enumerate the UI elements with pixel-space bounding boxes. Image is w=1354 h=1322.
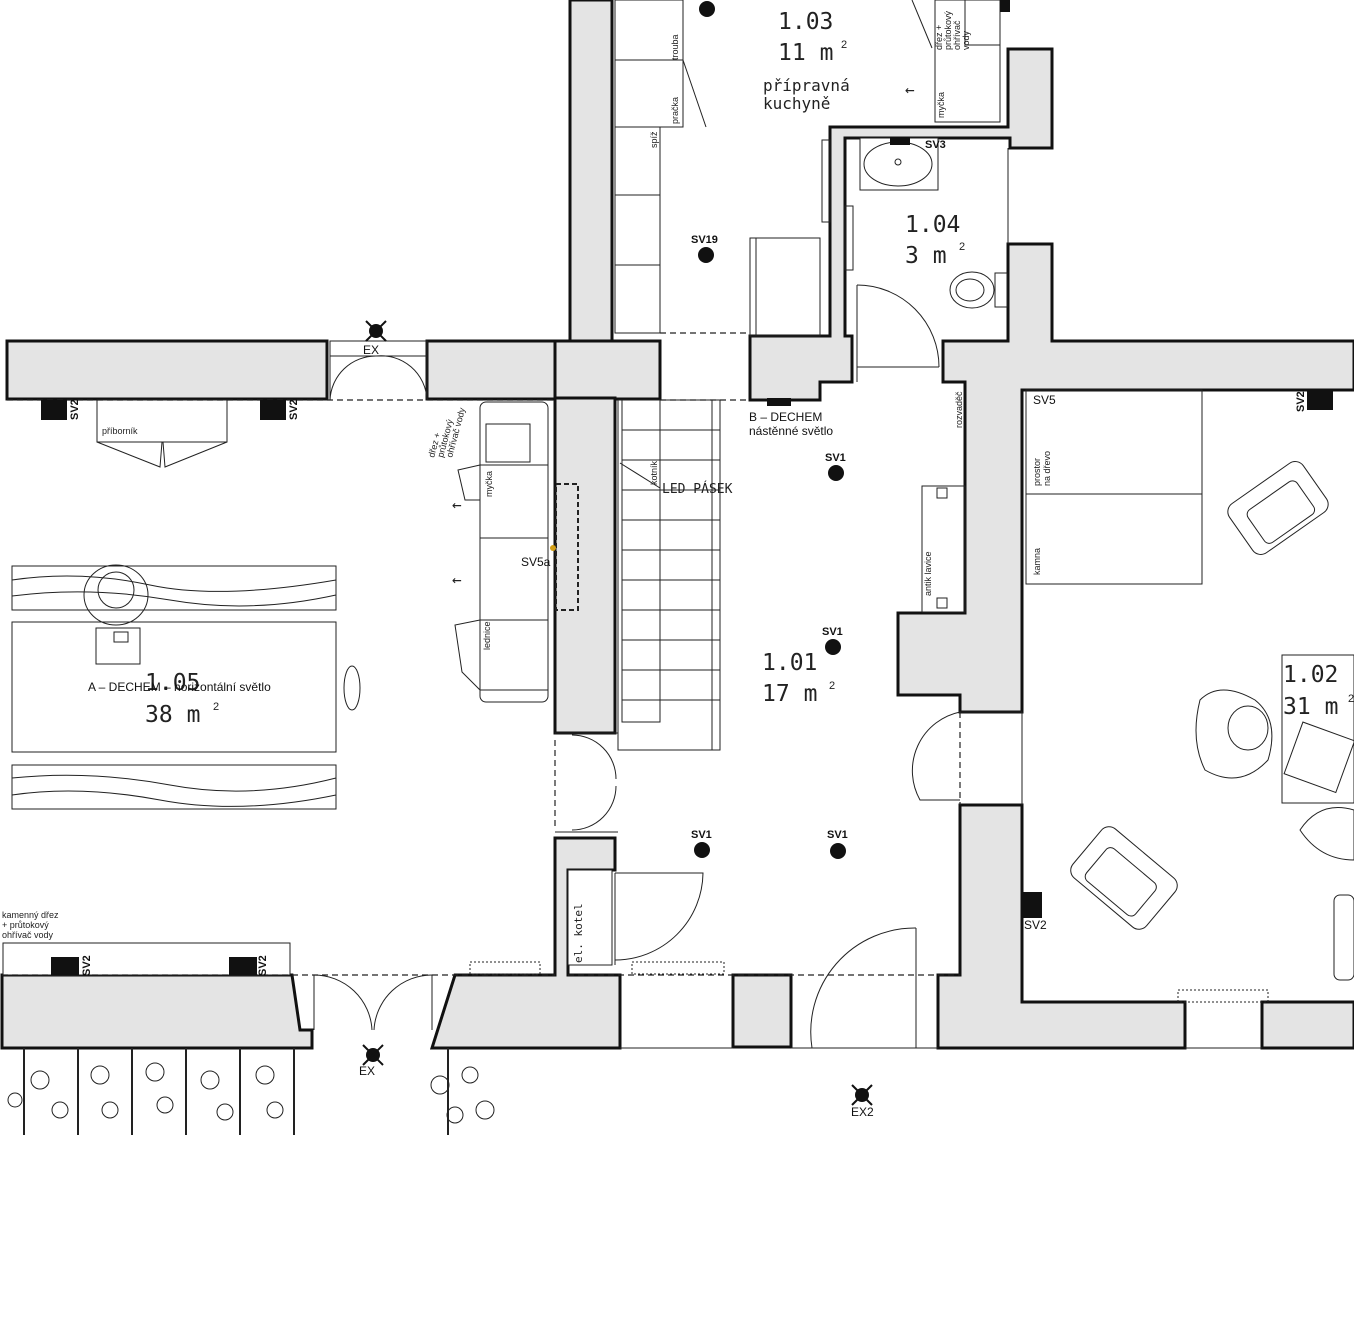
svg-text:SV1: SV1 (827, 829, 848, 841)
svg-text:kuchyně: kuchyně (763, 94, 830, 113)
svg-text:LED PÁSEK: LED PÁSEK (662, 481, 733, 497)
svg-text:vody: vody (961, 30, 971, 50)
svg-text:EX: EX (363, 343, 379, 357)
stair-steps (622, 400, 720, 750)
svg-text:38 m: 38 m (145, 702, 200, 728)
wall-light (1022, 892, 1042, 918)
svg-text:myčka: myčka (936, 92, 946, 118)
light-dot (698, 247, 714, 263)
svg-text:SV2: SV2 (81, 955, 93, 976)
room-1-01-label: 1.01 17 m 2 (762, 650, 835, 707)
svg-text:antik lavice: antik lavice (923, 551, 933, 596)
plant-foliage (7, 1062, 495, 1124)
svg-text:spíž: spíž (649, 131, 659, 148)
svg-text:1.04: 1.04 (905, 212, 960, 238)
svg-text:2: 2 (959, 241, 965, 253)
wall-light (41, 400, 67, 420)
room-1-04-label: 1.04 3 m 2 (905, 212, 965, 269)
svg-text:17 m: 17 m (762, 681, 817, 707)
svg-text:trouba: trouba (670, 34, 680, 60)
svg-text:11 m: 11 m (778, 40, 833, 66)
exterior-light-icon (362, 1044, 384, 1066)
light-dot (694, 842, 710, 858)
svg-text:SV5: SV5 (1033, 393, 1056, 407)
svg-text:SV1: SV1 (825, 452, 846, 464)
sensor-dot (550, 545, 556, 551)
svg-text:kamenný dřez: kamenný dřez (2, 910, 59, 920)
svg-text:přípravná: přípravná (763, 76, 850, 95)
direction-arrows: ← ← ← (452, 80, 915, 589)
exterior-light-icon (365, 320, 387, 342)
svg-text:1.01: 1.01 (762, 650, 817, 676)
svg-text:na dřevo: na dřevo (1042, 451, 1052, 486)
svg-text:A – DECHEM – horizontální svět: A – DECHEM – horizontální světlo (88, 680, 271, 694)
svg-text:průtokový: průtokový (943, 10, 953, 50)
svg-text:lednice: lednice (482, 621, 492, 650)
armchair (1227, 461, 1329, 555)
svg-text:2: 2 (829, 680, 835, 692)
svg-text:kotník: kotník (649, 460, 659, 485)
window-mullions (23, 1048, 449, 1135)
svg-text:+ průtokový: + průtokový (2, 920, 49, 930)
light-fixtures (41, 0, 1333, 1106)
svg-text:B – DECHEM: B – DECHEM (749, 410, 822, 424)
svg-text:2: 2 (213, 701, 219, 713)
furniture (2, 0, 1354, 1135)
svg-text:1.05: 1.05 (145, 670, 200, 696)
svg-text:SV2: SV2 (257, 955, 269, 976)
room-1-05-label: 1.05 38 m 2 (145, 670, 219, 728)
svg-text:SV2: SV2 (1024, 918, 1047, 932)
svg-text:3 m: 3 m (905, 243, 947, 269)
svg-text:2: 2 (1348, 693, 1354, 705)
svg-text:prostor: prostor (1032, 458, 1042, 486)
arrow-left-icon: ← (452, 570, 462, 589)
svg-text:nástěnné světlo: nástěnné světlo (749, 424, 833, 438)
room-1-02-label: 1.02 31 m 2 (1283, 662, 1354, 720)
svg-text:SV3: SV3 (925, 139, 946, 151)
light-dot (828, 465, 844, 481)
svg-text:SV2: SV2 (288, 399, 300, 420)
wall-light (260, 400, 286, 420)
svg-text:SV5a: SV5a (521, 555, 551, 569)
svg-text:pračka: pračka (670, 97, 680, 124)
svg-text:SV1: SV1 (691, 829, 712, 841)
svg-text:ohřívač vody: ohřívač vody (2, 930, 54, 940)
arrow-left-icon: ← (905, 80, 915, 99)
wall-light (51, 957, 79, 975)
light-tags: SV3 SV19 SV1 SV1 SV1 SV1 SV5 SV5a SV2 SV… (69, 139, 1307, 1119)
wall-light (1307, 390, 1333, 410)
svg-text:31 m: 31 m (1283, 694, 1338, 720)
exterior-light-icon (851, 1084, 873, 1106)
light-dot (825, 639, 841, 655)
room-1-03-label: 1.03 11 m 2 přípravná kuchyně (763, 9, 850, 113)
svg-text:SV1: SV1 (822, 626, 843, 638)
svg-text:EX2: EX2 (851, 1105, 874, 1119)
svg-text:1.03: 1.03 (778, 9, 833, 35)
svg-text:dřez +: dřez + (934, 25, 944, 50)
walls (0, 0, 1354, 1050)
svg-text:SV19: SV19 (691, 234, 718, 246)
arrow-left-icon: ← (452, 495, 462, 514)
wall-light (1000, 0, 1010, 12)
wall-light (767, 398, 791, 406)
armchair (1070, 826, 1178, 930)
svg-text:kamna: kamna (1032, 548, 1042, 575)
svg-text:rozvaděč: rozvaděč (954, 391, 964, 428)
wall-light (229, 957, 257, 975)
svg-text:myčka: myčka (484, 471, 494, 497)
svg-text:příborník: příborník (102, 426, 138, 436)
svg-text:el. kotel: el. kotel (572, 903, 585, 963)
svg-text:2: 2 (841, 39, 847, 51)
svg-text:SV2: SV2 (1295, 391, 1307, 412)
light-dot (699, 1, 715, 17)
svg-text:1.02: 1.02 (1283, 662, 1338, 688)
light-dot (830, 843, 846, 859)
svg-text:EX: EX (359, 1064, 375, 1078)
svg-text:SV2: SV2 (69, 399, 81, 420)
svg-text:ohřívač: ohřívač (952, 20, 962, 50)
